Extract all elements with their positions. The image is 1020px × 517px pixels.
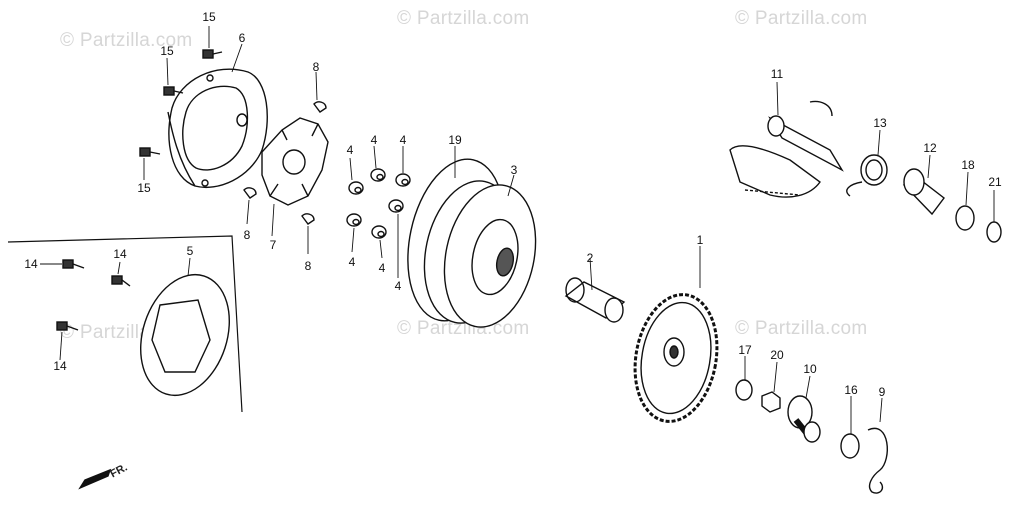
callout-10: 10 — [803, 362, 817, 376]
callout-12: 12 — [923, 141, 937, 155]
kick-spindle — [729, 100, 844, 198]
collar — [564, 277, 626, 323]
watermark: © Partzilla.com — [60, 30, 193, 51]
callout-15: 15 — [160, 44, 174, 58]
cover-plate — [167, 68, 268, 188]
callout-4: 4 — [399, 133, 407, 147]
weight-rollers — [346, 168, 411, 239]
return-spring — [846, 154, 888, 197]
callout-18: 18 — [961, 158, 975, 172]
callout-7: 7 — [269, 238, 277, 252]
callout-6: 6 — [238, 31, 246, 45]
slider-8-left — [243, 187, 257, 199]
bolt-14-b — [111, 275, 131, 287]
bolt-15-top — [202, 49, 223, 59]
callout-8: 8 — [243, 228, 251, 242]
washer-16 — [840, 433, 860, 459]
watermark: © Partzilla.com — [735, 8, 868, 29]
callout-4: 4 — [370, 133, 378, 147]
callout-1: 1 — [696, 233, 704, 247]
callout-4: 4 — [346, 143, 354, 157]
slider-8-bottom — [301, 213, 315, 225]
callout-5: 5 — [186, 244, 194, 258]
watermark: © Partzilla.com — [735, 318, 868, 339]
bolt-15-mid — [163, 86, 184, 96]
nut-20 — [761, 391, 781, 413]
callout-15: 15 — [202, 10, 216, 24]
starter-pinion — [787, 395, 821, 443]
callout-19: 19 — [448, 133, 462, 147]
bolt-15-low — [139, 147, 161, 157]
callout-17: 17 — [738, 343, 752, 357]
bolt-14-c — [56, 321, 79, 331]
callout-13: 13 — [873, 116, 887, 130]
callout-11: 11 — [770, 67, 784, 81]
watermark: © Partzilla.com — [397, 8, 530, 29]
callout-4: 4 — [348, 255, 356, 269]
callout-4: 4 — [394, 279, 402, 293]
bushing-12 — [902, 168, 945, 216]
inset-frame — [7, 235, 243, 413]
callout-16: 16 — [844, 383, 858, 397]
movable-drive-face — [423, 180, 537, 328]
callout-21: 21 — [988, 175, 1002, 189]
callout-8: 8 — [304, 259, 312, 273]
callout-4: 4 — [378, 261, 386, 275]
sprocket — [633, 293, 719, 423]
callout-9: 9 — [878, 385, 886, 399]
callout-8: 8 — [312, 60, 320, 74]
callout-20: 20 — [770, 348, 784, 362]
callout-14: 14 — [24, 257, 38, 271]
slider-8-top — [313, 101, 327, 113]
callout-15: 15 — [137, 181, 151, 195]
callout-14: 14 — [53, 359, 67, 373]
bolt-14-a — [62, 259, 85, 269]
washer-17 — [735, 379, 753, 401]
spring-clip-9 — [867, 427, 888, 494]
front-arrow — [78, 468, 112, 490]
callout-2: 2 — [586, 251, 594, 265]
callout-14: 14 — [113, 247, 127, 261]
leader-lines — [40, 26, 995, 434]
washer-18 — [955, 205, 975, 231]
clutch-plate — [139, 273, 231, 397]
callout-3: 3 — [510, 163, 518, 177]
circlip-21 — [986, 221, 1002, 243]
ramp-plate — [261, 117, 329, 206]
